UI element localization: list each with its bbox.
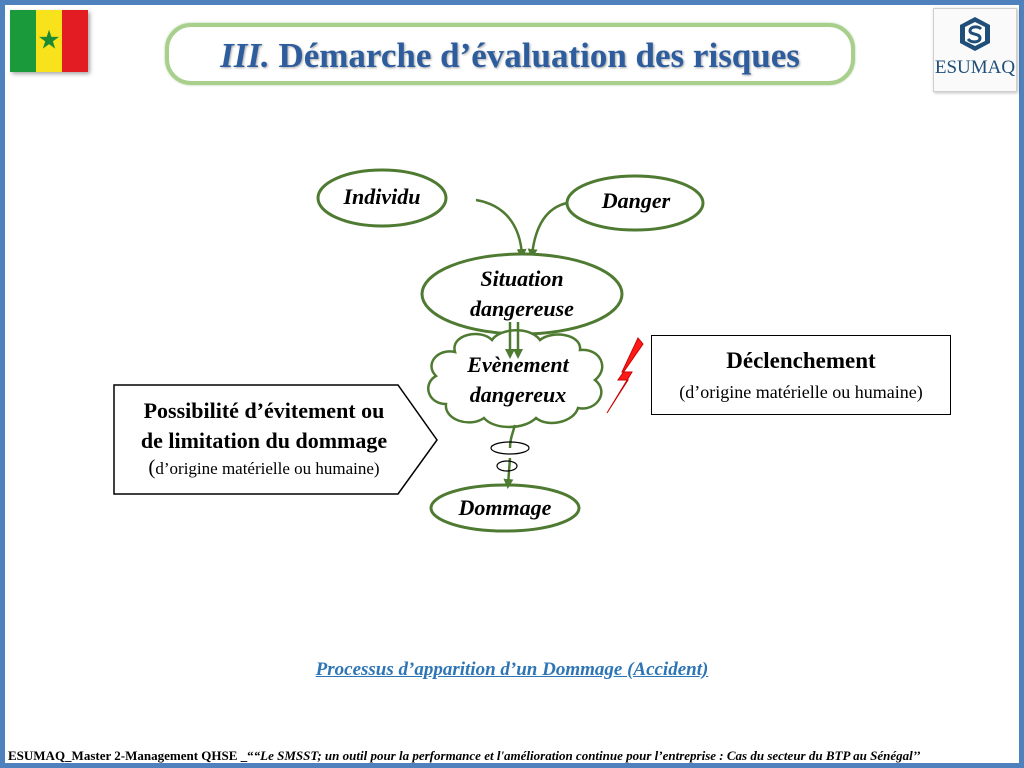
title-text: Démarche d’évaluation des risques xyxy=(278,36,800,75)
title-number: III. xyxy=(220,36,270,75)
senegal-flag-icon: ★ xyxy=(10,10,88,72)
danger-label: Danger xyxy=(601,188,671,213)
possibilite-line1: Possibilité d’évitement ou xyxy=(143,398,385,423)
star-icon: ★ xyxy=(37,25,61,56)
evenement-cloud xyxy=(427,329,604,429)
individu-label: Individu xyxy=(343,184,421,209)
situation-line2: dangereuse xyxy=(470,296,574,321)
possibilite-sub-line: (d’origine matérielle ou humaine) xyxy=(114,456,414,480)
situation-label: Situation dangereuse xyxy=(422,264,622,324)
logo-text: ESUMAQ xyxy=(934,57,1016,78)
spiral-loop-2 xyxy=(496,460,518,472)
arrow-individu-situation xyxy=(475,198,527,259)
esumaq-logo: ESUMAQ xyxy=(933,8,1017,92)
spiral-loop-1 xyxy=(490,441,530,455)
possibilite-sub: d’origine matérielle ou humaine) xyxy=(155,459,380,478)
declenchement-box: Déclenchement (d’origine matérielle ou h… xyxy=(651,335,951,415)
diagram-caption: Processus d’apparition d’un Dommage (Acc… xyxy=(315,659,709,680)
individu-ellipse xyxy=(316,168,448,228)
slide-footer: ESUMAQ_Master 2-Management QHSE _““Le SM… xyxy=(8,748,1018,764)
evenement-line2: dangereux xyxy=(469,382,567,407)
declenchement-sub: (d’origine matérielle ou humaine) xyxy=(679,382,923,402)
arrow-evenement-dommage xyxy=(508,424,517,485)
arrow-danger-situation xyxy=(527,201,568,259)
possibilite-text: Possibilité d’évitement ou de limitation… xyxy=(114,396,414,480)
logo-emblem-icon xyxy=(960,17,990,51)
dommage-label: Dommage xyxy=(458,495,552,520)
slide-title: III. Démarche d’évaluation des risques xyxy=(165,23,855,85)
situation-line1: Situation xyxy=(480,266,564,291)
possibilite-line2: de limitation du dommage xyxy=(140,428,388,453)
possibilite-paren: ( xyxy=(148,455,156,479)
evenement-label: Evènement dangereux xyxy=(430,350,606,410)
possibilite-arrow-box xyxy=(113,384,438,495)
footer-prefix: ESUMAQ_Master 2-Management QHSE _“ xyxy=(8,748,254,763)
footer-italic: “Le SMSST; un outil pour la performance … xyxy=(253,748,921,763)
declenchement-title: Déclenchement xyxy=(726,348,876,373)
evenement-line1: Evènement xyxy=(467,352,569,377)
lightning-icon xyxy=(606,337,644,414)
